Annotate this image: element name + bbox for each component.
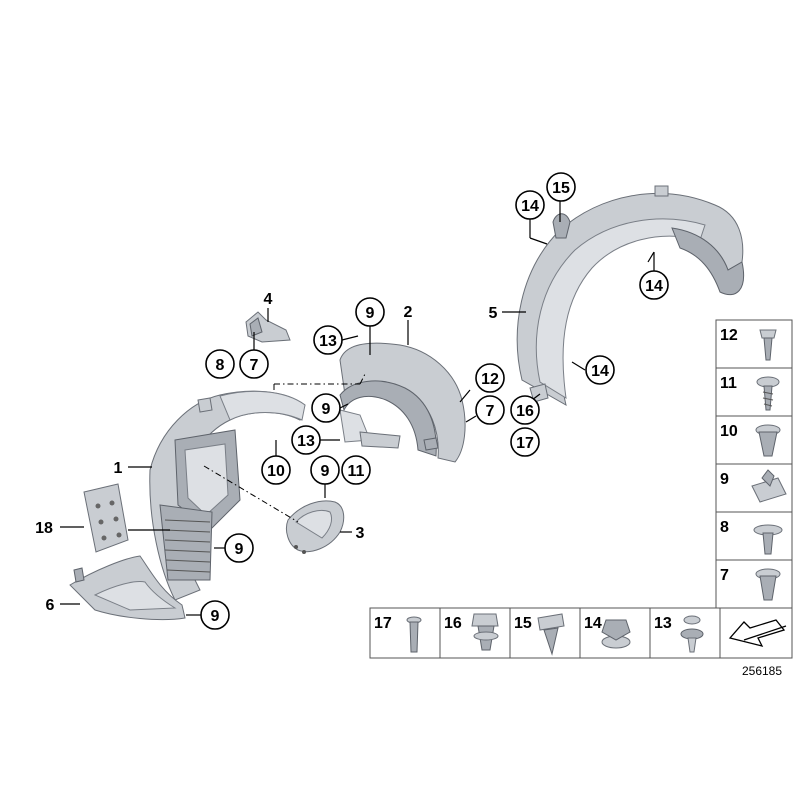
bracket-plate-18 [83, 483, 129, 553]
legend-label-16: 16 [444, 615, 462, 632]
svg-text:11: 11 [348, 463, 365, 480]
legend-label-7: 7 [720, 567, 729, 584]
legend-label-10: 10 [720, 423, 738, 440]
legend-label-13: 13 [654, 615, 672, 632]
plastic-nut-16-icon [471, 613, 499, 651]
reference-number: 256185 [742, 664, 782, 678]
wheel-arch-liner-2 [339, 342, 466, 463]
svg-text:17: 17 [516, 435, 534, 452]
legend-label-12: 12 [720, 327, 738, 344]
svg-text:8: 8 [216, 357, 225, 374]
label-18: 18 [35, 520, 53, 537]
callout-9-grille: 9 [224, 533, 254, 563]
label-3: 3 [356, 525, 365, 542]
legend-label-17: 17 [374, 615, 392, 632]
svg-text:7: 7 [250, 357, 259, 374]
svg-text:14: 14 [591, 363, 609, 380]
svg-text:15: 15 [552, 180, 570, 197]
legend-label-9: 9 [720, 471, 729, 488]
small-bracket-4 [245, 311, 291, 343]
svg-text:9: 9 [366, 305, 375, 322]
expansion-nut-10-icon [755, 424, 781, 457]
callout-14-top: 14 [515, 190, 545, 220]
callout-10: 10 [261, 455, 291, 485]
label-6: 6 [46, 597, 55, 614]
svg-text:9: 9 [321, 463, 330, 480]
callout-11: 11 [341, 455, 371, 485]
callout-17: 17 [510, 427, 540, 457]
label-4: 4 [264, 291, 273, 308]
spreading-rivet-7-icon [755, 568, 781, 601]
callout-7-left: 7 [239, 349, 269, 379]
grille-slats [164, 519, 211, 573]
svg-text:12: 12 [481, 371, 499, 388]
label-5: 5 [489, 305, 498, 322]
label-2: 2 [404, 304, 413, 321]
callout-9-bottom: 9 [200, 600, 230, 630]
speed-nut-9-icon [751, 469, 787, 503]
label-1: 1 [114, 460, 123, 477]
callouts: 15 14 14 14 9 13 8 7 12 9 7 16 13 17 10 … [200, 172, 669, 630]
legend-label-8: 8 [720, 519, 729, 536]
callout-9-top: 9 [355, 297, 385, 327]
svg-text:9: 9 [322, 401, 331, 418]
callout-12: 12 [475, 363, 505, 393]
callout-13-top: 13 [313, 325, 343, 355]
callout-14-right: 14 [639, 270, 669, 300]
svg-text:14: 14 [521, 198, 539, 215]
arrow-icon [728, 619, 787, 647]
push-rivet-8-icon [753, 524, 783, 555]
legend-label-15: 15 [514, 615, 532, 632]
wheel-arch-trim-1 [149, 390, 306, 601]
svg-text:9: 9 [211, 608, 220, 625]
callout-15: 15 [546, 172, 576, 202]
underbody-panel-6 [69, 555, 186, 621]
callout-9-mid: 9 [311, 393, 341, 423]
svg-text:10: 10 [267, 463, 285, 480]
expanding-nut-15-icon [537, 613, 565, 656]
callout-9-low: 9 [310, 455, 340, 485]
callout-16: 16 [510, 395, 540, 425]
hex-nut-14-icon [601, 619, 631, 649]
callout-13-mid: 13 [291, 425, 321, 455]
svg-text:13: 13 [319, 333, 337, 350]
legend-label-14: 14 [584, 615, 602, 632]
screw-11-icon [756, 376, 780, 411]
callout-8: 8 [205, 349, 235, 379]
leader-lines [60, 200, 655, 616]
callout-7-right: 7 [475, 395, 505, 425]
bolt-17-icon [406, 616, 422, 653]
fastener-legend-right: 12 11 10 9 8 7 [715, 319, 793, 609]
clip-13-icon [680, 615, 704, 653]
svg-text:13: 13 [297, 433, 315, 450]
callout-14-lower: 14 [585, 355, 615, 385]
plain-labels: 4 2 5 1 18 3 6 [35, 291, 497, 614]
svg-text:16: 16 [516, 403, 534, 420]
fastener-legend-bottom: 17 16 15 14 13 [369, 607, 793, 659]
clip-12-icon [759, 329, 777, 361]
wheel-arch-liner-5 [516, 185, 744, 407]
legend-label-11: 11 [720, 375, 737, 392]
svg-text:9: 9 [235, 541, 244, 558]
cover-cap-3 [285, 500, 345, 554]
svg-text:7: 7 [486, 403, 495, 420]
svg-text:14: 14 [645, 278, 663, 295]
